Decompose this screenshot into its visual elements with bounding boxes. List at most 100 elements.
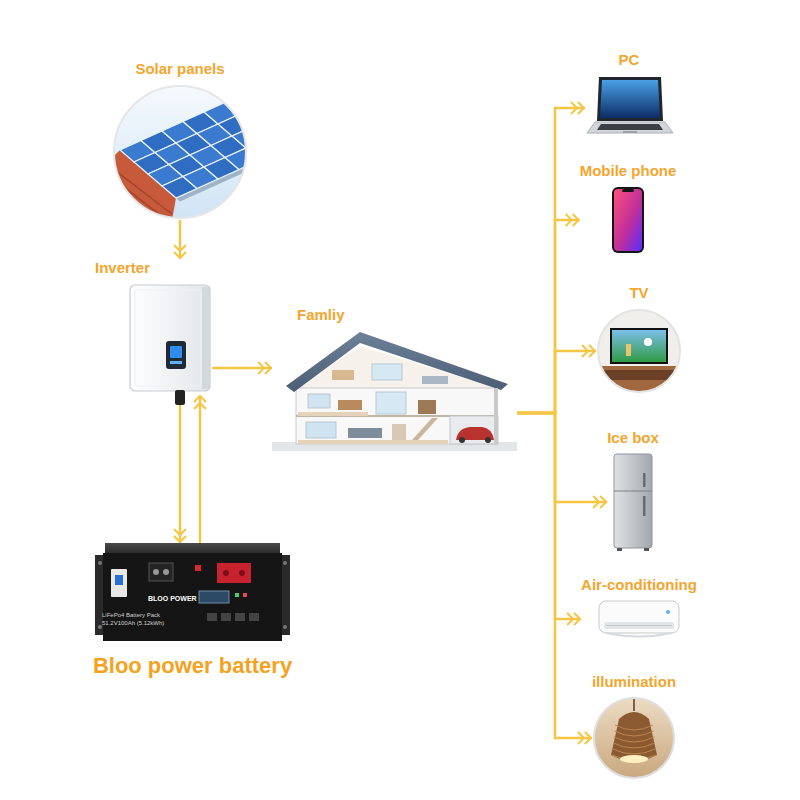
drawing-part	[332, 370, 354, 380]
label-group: Mobile phone	[580, 162, 677, 180]
drawing-part	[170, 361, 182, 364]
laptop-base	[587, 122, 673, 133]
air-conditioner-node: Air-conditioning	[581, 576, 697, 638]
label-group: Ice box	[607, 429, 659, 447]
drawing-part	[614, 731, 653, 736]
flow-connector	[517, 413, 607, 502]
house-roof	[286, 332, 508, 392]
drawing-part	[115, 575, 123, 585]
illustration	[128, 283, 212, 395]
illustration	[95, 543, 290, 643]
drawing-part	[644, 338, 652, 346]
terminal	[149, 563, 173, 581]
laptop-node: PC	[585, 51, 673, 141]
label-group: PC	[619, 51, 640, 69]
drawing-part	[643, 473, 646, 487]
drawing-part	[606, 625, 672, 626]
flow-connector	[517, 220, 580, 413]
lamp-picture	[593, 697, 675, 779]
battery-node: Bloo power battery	[93, 543, 292, 679]
drawing-part	[617, 548, 622, 551]
drawing-part	[249, 613, 259, 621]
drawing-part	[594, 698, 674, 778]
drawing-part	[620, 755, 648, 763]
garage	[450, 416, 498, 444]
illustration	[585, 75, 673, 141]
flow-connector	[517, 413, 581, 619]
cable-gland	[175, 390, 185, 405]
terminal	[217, 563, 251, 583]
drawing-part	[623, 131, 637, 133]
flow-connector	[212, 367, 272, 370]
node-title: PC	[619, 51, 640, 69]
illustration	[112, 84, 248, 220]
drawing-part	[223, 570, 229, 576]
drawing-part	[614, 490, 652, 491]
drawing-part	[392, 424, 406, 440]
drawing-part	[372, 364, 402, 380]
drawing-part	[243, 593, 247, 597]
drawing-part	[308, 394, 330, 408]
drawing-part	[235, 593, 239, 597]
flow-connector	[517, 413, 592, 738]
drawing-part	[597, 124, 663, 130]
illustration	[596, 308, 682, 394]
label-group: Famliy	[297, 306, 345, 324]
solar-cell	[239, 105, 274, 127]
node-title: illumination	[592, 673, 676, 691]
drawing-part	[98, 625, 102, 629]
drawing-part	[112, 218, 172, 264]
window	[376, 392, 406, 414]
drawing-part	[239, 570, 245, 576]
drawing-part	[422, 376, 448, 384]
drawing-part	[644, 548, 649, 551]
drawing-part	[207, 613, 217, 621]
illustration	[593, 697, 675, 779]
flow-connector	[179, 395, 182, 543]
drawing-part	[622, 189, 634, 192]
drawing-part	[596, 308, 682, 394]
solar-cell	[253, 117, 288, 139]
drawing-part	[666, 610, 670, 614]
flow-connector	[179, 220, 182, 259]
node-title: Inverter	[95, 259, 150, 277]
tv-picture	[596, 308, 682, 394]
panel-frame	[120, 93, 306, 202]
battery-display	[199, 591, 229, 603]
stairs	[412, 418, 438, 440]
drawing-part	[615, 725, 653, 730]
node-title: Air-conditioning	[581, 576, 697, 594]
solar-cell	[246, 139, 281, 161]
label-group: Inverter	[95, 259, 150, 277]
tv-cabinet	[604, 370, 674, 380]
label-group: TV	[629, 284, 648, 302]
lampshade	[611, 712, 657, 761]
drawing-part	[604, 622, 674, 629]
drawing-part	[613, 749, 656, 754]
drawing-part	[459, 437, 465, 443]
drawing-part	[614, 189, 642, 251]
label-group: Air-conditioning	[581, 576, 697, 594]
drawing-part	[283, 561, 287, 565]
drawing-part	[613, 743, 655, 748]
flow-connector	[517, 351, 596, 413]
drawing-part	[202, 287, 209, 389]
drawing-part	[112, 188, 172, 234]
drawing-part	[593, 697, 675, 779]
label-group: Solar panels	[135, 60, 224, 78]
house-node: Famliy	[272, 306, 517, 455]
phone-body	[612, 187, 644, 253]
solar-cell	[225, 148, 260, 170]
drawing-part	[153, 569, 159, 575]
drawing-part	[606, 633, 672, 637]
battery-front	[103, 553, 282, 641]
label-group: Bloo power battery	[93, 653, 292, 679]
inverter-node: Inverter	[95, 259, 212, 395]
fridge-body	[614, 454, 652, 548]
drawing-part	[612, 330, 666, 362]
phone-node: Mobile phone	[580, 162, 677, 254]
flow-connector	[199, 395, 202, 543]
solar-cell	[225, 93, 260, 115]
